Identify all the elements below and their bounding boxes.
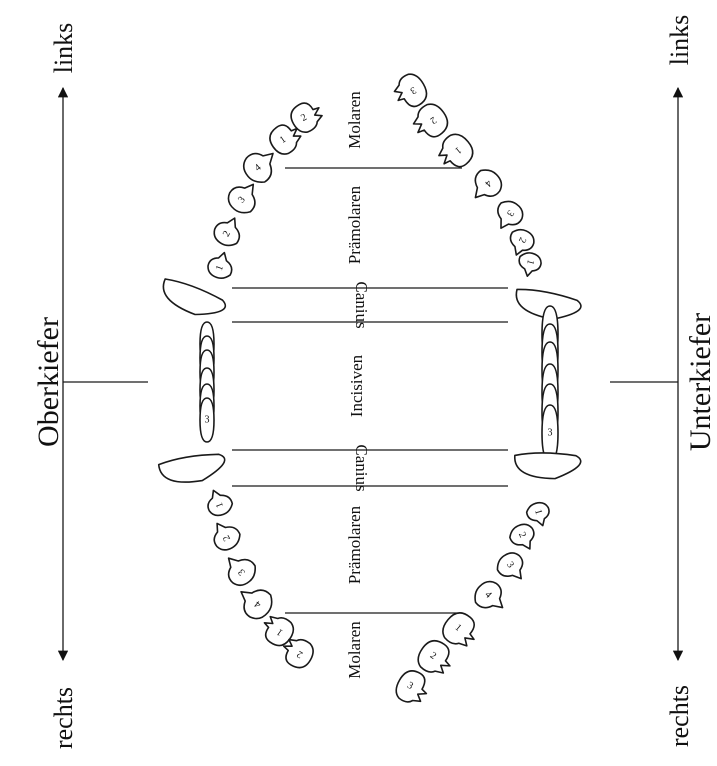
molaren-label-bottom: Molaren [345, 621, 364, 679]
lower-left-premolar-1-outline [516, 250, 544, 278]
praemolaren-label-bottom: Prämolaren [345, 505, 364, 584]
upper-right-canine-outline [158, 447, 228, 490]
upper-right-premolar-1-outline [203, 486, 235, 519]
lower-right-canine [514, 449, 582, 482]
lower-left-premolar-4: 4 [464, 165, 506, 207]
upper-left-canine-outline [158, 278, 228, 321]
upper-left-canine [158, 278, 228, 321]
upper-right-premolar-1: 1 [203, 486, 235, 519]
unterkiefer-label: Unterkiefer [684, 313, 717, 451]
molaren-label-top: Molaren [345, 91, 364, 149]
oberkiefer-label: Oberkiefer [32, 317, 65, 447]
lower-right-molar-3-outline [391, 666, 433, 709]
lower-right-premolar-1: 1 [525, 500, 553, 528]
lower-right-premolar-3-outline [493, 548, 531, 587]
upper-right-premolar-2: 2 [207, 516, 244, 554]
lower-right-premolar-4-outline [470, 576, 512, 618]
rechts-label-left: rechts [49, 687, 78, 749]
upper-left-premolar-2-outline [210, 212, 247, 250]
lower-right-premolar-2: 2 [507, 521, 540, 555]
upper-incisor-6: 3 [200, 398, 214, 442]
upper-right-premolar-3: 3 [219, 548, 261, 590]
links-label-right: links [665, 15, 694, 66]
upper-right-premolar-2-outline [207, 516, 244, 554]
lower-right-premolar-2-outline [507, 521, 540, 555]
upper-incisor-6-number: 3 [205, 415, 210, 426]
upper-right-premolar-3-outline [219, 548, 261, 590]
upper-left-premolar-2: 2 [210, 212, 247, 250]
lower-incisor-6-number: 3 [548, 428, 553, 439]
canius-label-top: Canius [352, 281, 371, 328]
lower-left-premolar-4-outline [464, 165, 506, 207]
canius-label-bottom: Canius [352, 444, 371, 491]
rechts-label-right: rechts [665, 685, 694, 747]
lower-right-premolar-4: 4 [470, 576, 512, 618]
praemolaren-label-top: Prämolaren [345, 185, 364, 264]
lower-right-molar-3: 3 [391, 666, 433, 709]
upper-left-premolar-1: 1 [205, 249, 237, 282]
lower-right-premolar-3: 3 [493, 548, 531, 587]
upper-right-canine [158, 447, 228, 490]
incisiven-label: Incisiven [347, 354, 366, 417]
lower-left-premolar-1: 1 [516, 250, 544, 278]
lower-right-canine-outline [514, 449, 582, 482]
lower-right-premolar-1-outline [525, 500, 553, 528]
upper-left-premolar-1-outline [205, 249, 237, 282]
links-label-left: links [49, 23, 78, 74]
